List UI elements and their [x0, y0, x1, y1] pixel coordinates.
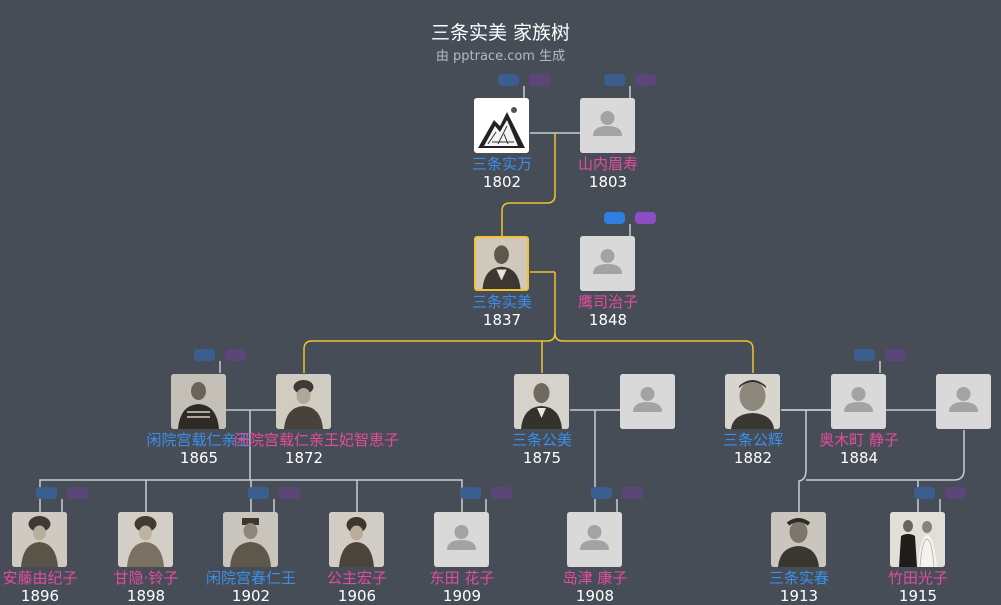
- person-name: 奥木町 静子: [819, 431, 899, 449]
- portrait-photo: [725, 374, 780, 429]
- person-name: 闲院宫载仁亲王: [146, 431, 252, 449]
- father-toggle[interactable]: [914, 487, 935, 499]
- mother-toggle[interactable]: [635, 212, 656, 224]
- avatar-placeholder-icon: [620, 374, 675, 429]
- father-toggle[interactable]: [604, 212, 625, 224]
- birth-year: 1898: [126, 587, 166, 605]
- person-name: 竹田光子: [887, 569, 948, 587]
- father-toggle[interactable]: [248, 487, 269, 499]
- avatar-placeholder-icon: [580, 98, 635, 153]
- birth-year: 1896: [20, 587, 60, 605]
- main-line: [303, 272, 556, 373]
- father-toggle[interactable]: [604, 74, 625, 86]
- person-name: 三条公辉: [722, 431, 783, 449]
- person-name: 三条公美: [511, 431, 572, 449]
- birth-year: 1875: [522, 449, 562, 467]
- avatar-placeholder-icon: [567, 512, 622, 567]
- person-name: 三条实万: [471, 155, 532, 173]
- mother-toggle[interactable]: [885, 349, 906, 361]
- portrait-photo: [118, 512, 173, 567]
- mother-toggle[interactable]: [945, 487, 966, 499]
- portrait-photo: [474, 236, 529, 291]
- page-title: 三条实美 家族树: [430, 22, 571, 44]
- mother-toggle[interactable]: [279, 487, 300, 499]
- avatar-placeholder-icon: [831, 374, 886, 429]
- birth-year: 1915: [898, 587, 938, 605]
- child-line: [798, 410, 807, 512]
- birth-year: 1902: [231, 587, 271, 605]
- mother-toggle[interactable]: [529, 74, 550, 86]
- portrait-photo: [514, 374, 569, 429]
- birth-year: 1865: [179, 449, 219, 467]
- birth-year: 1909: [442, 587, 482, 605]
- father-toggle[interactable]: [591, 487, 612, 499]
- portrait-photo: [771, 512, 826, 567]
- birth-year: 1882: [733, 449, 773, 467]
- person-name: 山内眉寿: [577, 155, 638, 173]
- father-toggle[interactable]: [194, 349, 215, 361]
- couple-photo: [890, 512, 945, 567]
- avatar-placeholder-icon: [434, 512, 489, 567]
- birth-year: 1872: [284, 449, 324, 467]
- birth-year: 1906: [337, 587, 377, 605]
- father-toggle[interactable]: [854, 349, 875, 361]
- father-toggle[interactable]: [36, 487, 57, 499]
- person-name: 甘隐·铃子: [113, 569, 179, 587]
- page-subtitle: 由 pptrace.com 生成: [435, 49, 566, 64]
- birth-year: 1908: [575, 587, 615, 605]
- birth-year: 1848: [588, 311, 628, 329]
- mother-toggle[interactable]: [225, 349, 246, 361]
- person-name: 岛津 康子: [562, 569, 628, 587]
- father-toggle[interactable]: [498, 74, 519, 86]
- person-name: 安藤由纪子: [2, 569, 78, 587]
- person-name: 三条实美: [471, 293, 532, 311]
- mother-toggle[interactable]: [635, 74, 656, 86]
- person-name: 闲院宫载仁亲王妃智恵子: [234, 431, 400, 449]
- person-name: 东田 花子: [429, 569, 495, 587]
- person-name: 鹰司治子: [577, 293, 638, 311]
- mother-toggle[interactable]: [67, 487, 88, 499]
- avatar-placeholder-icon: [580, 236, 635, 291]
- portrait-photo: [12, 512, 67, 567]
- birth-year: 1802: [482, 173, 522, 191]
- child-line: [917, 430, 965, 512]
- portrait-photo: [171, 374, 226, 429]
- main-line: [554, 332, 754, 373]
- birth-year: 1837: [482, 311, 522, 329]
- birth-year: 1884: [839, 449, 879, 467]
- mother-toggle[interactable]: [491, 487, 512, 499]
- portrait-photo: [276, 374, 331, 429]
- mountain-print-photo: [474, 98, 529, 153]
- main-line: [501, 133, 556, 236]
- person-name: 闲院宫春仁王: [205, 569, 296, 587]
- person-name: 三条实春: [768, 569, 829, 587]
- person-name: 公主宏子: [326, 569, 387, 587]
- avatar-placeholder-icon: [936, 374, 991, 429]
- birth-year: 1803: [588, 173, 628, 191]
- portrait-photo: [223, 512, 278, 567]
- mother-toggle[interactable]: [622, 487, 643, 499]
- portrait-photo: [329, 512, 384, 567]
- father-toggle[interactable]: [460, 487, 481, 499]
- birth-year: 1913: [779, 587, 819, 605]
